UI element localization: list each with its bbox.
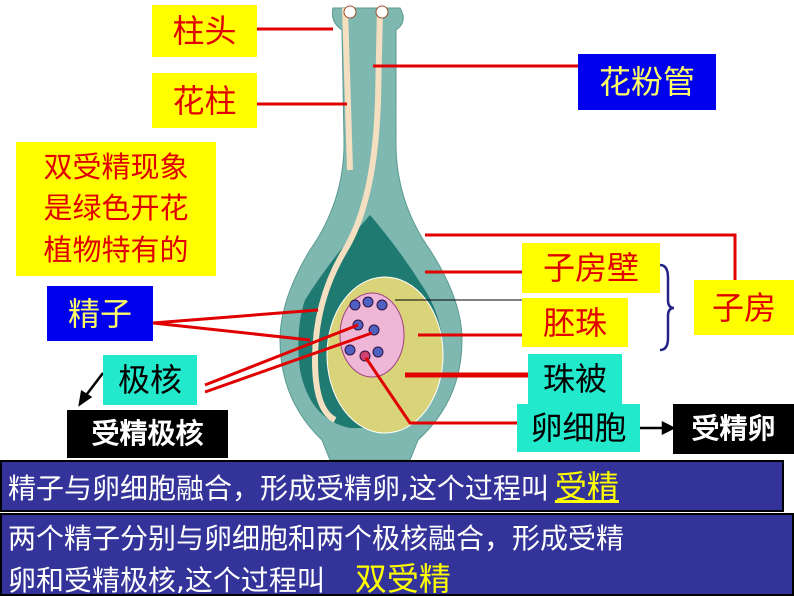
statement-text: 卵和受精极核,这个过程叫 — [8, 564, 325, 596]
answer-double-fertilization: 双受精 — [354, 560, 451, 596]
pollen-tube — [311, 7, 383, 423]
note-line: 双受精现象 — [43, 150, 189, 185]
statement-double-fertilization: 两个精子分别与卵细胞和两个极核融合，形成受精 卵和受精极核,这个过程叫双受精 — [0, 513, 794, 596]
label-egg-cell: 卵细胞 — [517, 404, 640, 452]
label-sperm: 精子 — [47, 286, 153, 341]
note-line: 植物特有的 — [43, 232, 189, 267]
statement-fertilization: 精子与卵细胞融合，形成受精卵,这个过程叫受精 — [0, 460, 784, 512]
note-line: 是绿色开花 — [43, 191, 189, 226]
label-ovary-wall: 子房壁 — [522, 243, 660, 293]
pollen-tube-2 — [342, 7, 353, 171]
label-pollen-tube: 花粉管 — [578, 54, 716, 110]
brace-icon — [659, 263, 675, 352]
label-polar-nuclei: 极核 — [103, 355, 197, 405]
label-stigma: 柱头 — [152, 5, 257, 57]
note-box: 双受精现象 是绿色开花 植物特有的 — [16, 142, 216, 276]
label-zygote: 受精卵 — [673, 404, 794, 454]
label-style: 花柱 — [152, 73, 257, 128]
arrow-icons — [78, 372, 676, 436]
statement-text: 两个精子分别与卵细胞和两个极核融合，形成受精 — [8, 522, 625, 555]
label-ovule: 胚珠 — [522, 298, 628, 347]
statement-text: 精子与卵细胞融合，形成受精卵,这个过程叫 — [8, 472, 549, 505]
label-integument: 珠被 — [528, 354, 622, 404]
label-fertilized-polar-nuclei: 受精极核 — [67, 410, 228, 458]
pointer-lines — [152, 27, 737, 425]
answer-fertilization: 受精 — [554, 468, 619, 506]
label-ovary: 子房 — [694, 280, 794, 335]
